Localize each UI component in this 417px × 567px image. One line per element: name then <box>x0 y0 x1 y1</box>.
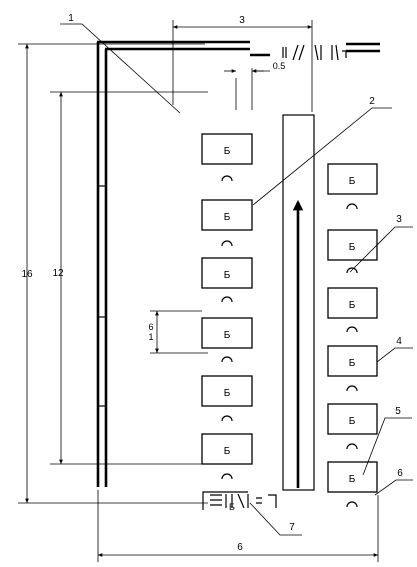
callout-label: 2 <box>369 96 375 107</box>
box-label: Б <box>224 330 231 341</box>
box-label: Б <box>229 502 235 512</box>
box <box>327 461 378 493</box>
box-label: Б <box>349 474 356 485</box>
lamp-symbol <box>221 415 233 422</box>
dimension-top-width: 3 <box>172 15 313 112</box>
dimension-inner-height: 12 <box>50 91 208 465</box>
callout-label: 6 <box>397 468 403 479</box>
box <box>201 317 253 349</box>
lamp-symbol <box>221 473 233 480</box>
box <box>327 229 378 261</box>
box-label: Б <box>224 388 231 399</box>
dimension-gap: 0.5 <box>224 61 285 110</box>
lamp-symbol <box>221 240 233 247</box>
box-label: Б <box>349 176 356 187</box>
box <box>201 199 253 231</box>
box <box>327 345 378 377</box>
callout-label: 5 <box>395 406 401 417</box>
callout-label: 7 <box>289 522 295 533</box>
lamp-symbol <box>346 443 358 450</box>
lamp-symbol <box>346 326 358 333</box>
dimension-total-height: 16 <box>18 43 208 504</box>
box-label: Б <box>224 446 231 457</box>
dimension-label: 0.5 <box>273 61 286 71</box>
callouts: 1 2 3 4 5 6 7 <box>60 13 413 536</box>
box <box>201 257 253 289</box>
lamp-symbol <box>346 203 358 210</box>
lamp-symbol <box>221 356 233 363</box>
box <box>201 375 253 407</box>
dimension-label: 3 <box>239 15 245 26</box>
box-label: Б <box>224 270 231 281</box>
dimension-label: 16 <box>21 269 33 280</box>
bottom-entrance: Б <box>202 491 277 512</box>
lamp-symbol <box>346 385 358 392</box>
dimension-label: 1 <box>148 332 153 342</box>
box-label: Б <box>349 416 356 427</box>
dimension-label: 6 <box>148 322 153 332</box>
callout-label: 1 <box>68 13 74 24</box>
dimension-spacing: 6 1 <box>148 310 208 354</box>
box-label: Б <box>349 358 356 369</box>
box-label: Б <box>349 242 356 253</box>
box <box>201 133 253 165</box>
box <box>201 433 253 465</box>
lamp-symbol <box>346 267 358 274</box>
central-corridor <box>282 114 315 491</box>
lamp-symbol <box>221 175 233 182</box>
right-box-column: Б Б Б Б Б Б <box>327 163 378 508</box>
box <box>327 287 378 319</box>
callout-label: 4 <box>396 336 402 347</box>
callout-label: 3 <box>396 214 402 225</box>
dimension-label: 6 <box>237 542 243 553</box>
left-box-column: Б Б Б Б Б Б <box>201 133 253 480</box>
lamp-symbol <box>221 296 233 303</box>
dimension-label: 12 <box>52 268 64 279</box>
left-wall <box>96 42 108 487</box>
box-label: Б <box>224 146 231 157</box>
top-wall <box>97 40 380 61</box>
box-label: Б <box>224 212 231 223</box>
lamp-symbol <box>346 501 358 508</box>
box <box>327 163 378 195</box>
box-label: Б <box>349 300 356 311</box>
dimension-bottom-width: 6 <box>97 490 379 562</box>
box <box>327 403 378 435</box>
